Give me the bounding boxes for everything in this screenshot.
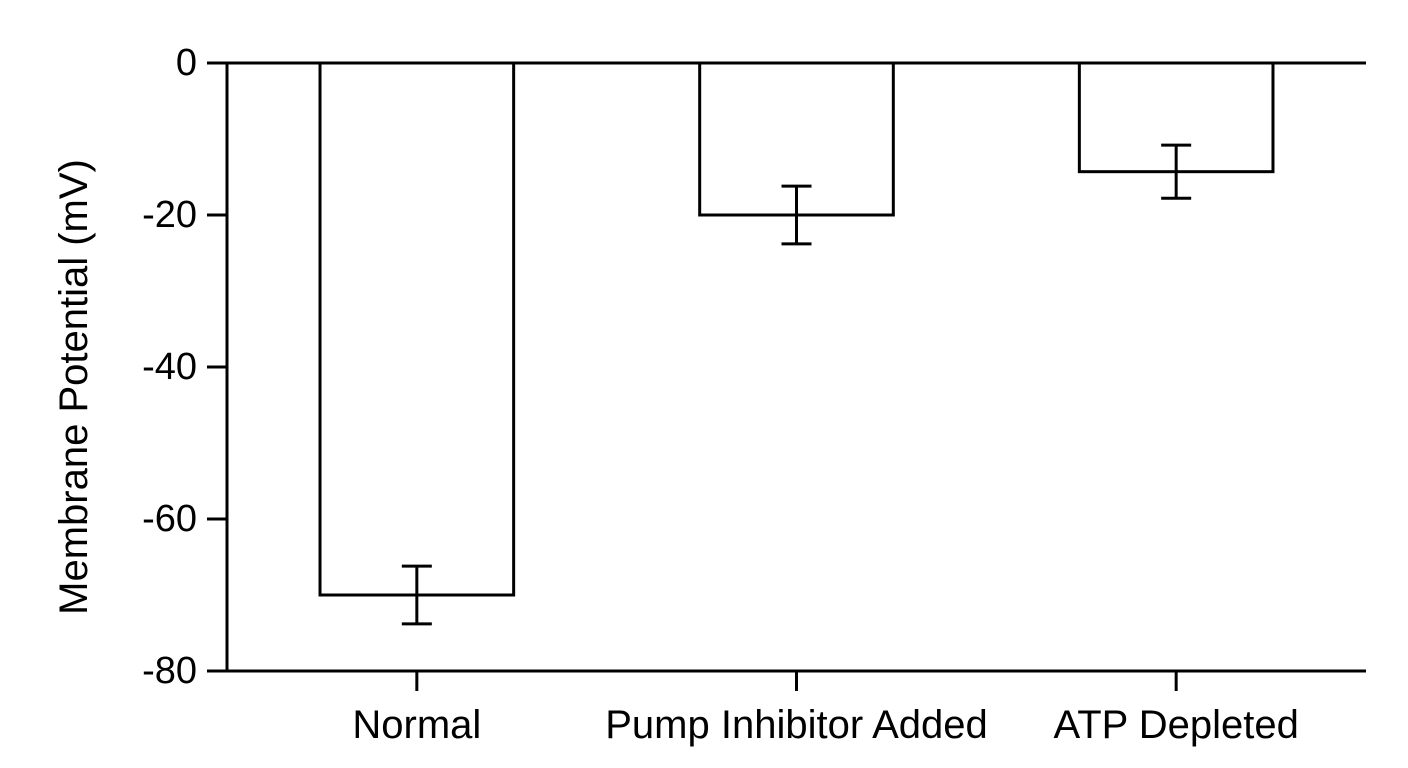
y-tick-label: -60 — [142, 498, 197, 540]
x-tick-label: ATP Depleted — [1053, 703, 1298, 747]
y-tick-label: -80 — [142, 650, 197, 692]
x-tick-label: Pump Inhibitor Added — [605, 703, 987, 747]
y-tick-label: 0 — [176, 42, 197, 84]
y-tick-label: -40 — [142, 346, 197, 388]
x-tick-label: Normal — [352, 703, 481, 747]
y-tick-label: -20 — [142, 194, 197, 236]
bars-layer — [318, 61, 1275, 597]
y-axis-title: Membrane Potential (mV) — [52, 159, 96, 615]
bar — [318, 61, 516, 597]
error-bars-layer — [401, 143, 1192, 626]
y-ticks-layer: 0 -20 -40 -60 -80 — [142, 42, 227, 692]
x-ticks-layer: Normal Pump Inhibitor Added ATP Depleted — [352, 671, 1299, 747]
